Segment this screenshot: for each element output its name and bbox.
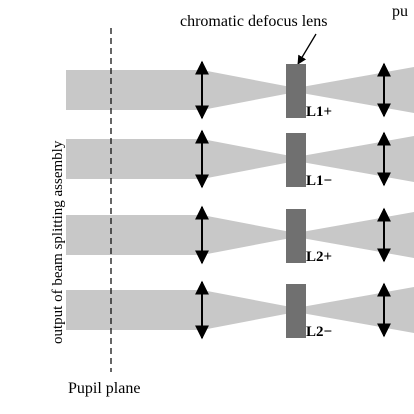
lens-label: L2− (306, 324, 332, 340)
top-right-label: pu (392, 3, 408, 20)
defocus-lens-block (286, 284, 306, 338)
lens-label: L1− (306, 173, 332, 189)
pointer-arrow-icon (297, 33, 317, 65)
converging-beam (202, 290, 296, 330)
converging-beam (202, 139, 296, 179)
defocus-lens-block (286, 133, 306, 187)
lens-label: L1+ (306, 104, 332, 120)
defocus-lens-block (286, 209, 306, 263)
title-label: chromatic defocus lens (180, 13, 328, 30)
collimated-beam (66, 70, 202, 110)
pupil-plane-label: Pupil plane (68, 380, 140, 397)
collimated-beam (66, 290, 202, 330)
converging-beam (202, 70, 296, 110)
defocus-lens-block (286, 64, 306, 118)
collimated-beam (66, 139, 202, 179)
converging-beam (202, 215, 296, 255)
side-label: output of beam splitting assembly (50, 140, 66, 344)
lens-label: L2+ (306, 249, 332, 265)
beam-channels: L1+ L1− L2+ L2− (66, 60, 414, 340)
collimated-beam (66, 215, 202, 255)
